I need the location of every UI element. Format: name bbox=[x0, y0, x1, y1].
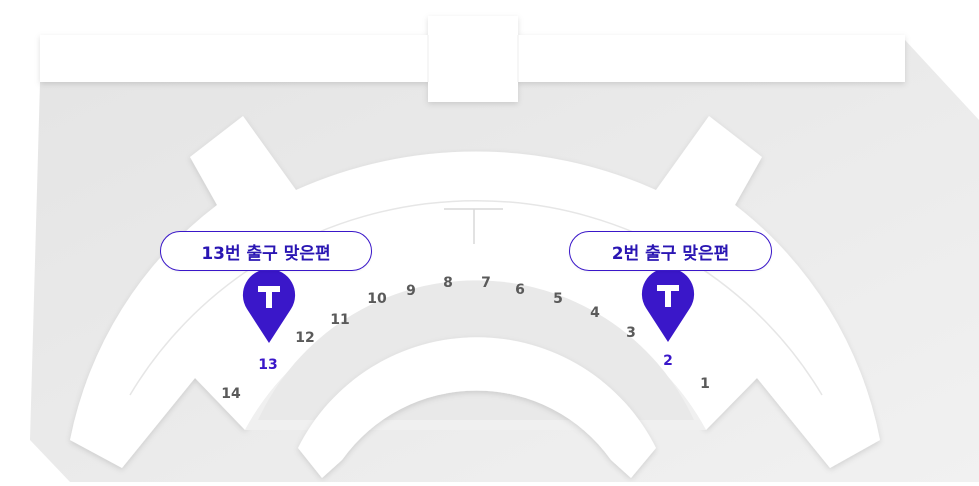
callout-gate-2[interactable]: 2번 출구 맞은편 bbox=[569, 231, 772, 271]
gate-number: 6 bbox=[515, 282, 525, 298]
gate-number: 7 bbox=[481, 275, 491, 291]
gate-number: 2 bbox=[663, 353, 673, 369]
gate-number: 12 bbox=[295, 330, 315, 346]
top-building bbox=[40, 16, 905, 102]
gate-number: 4 bbox=[590, 305, 600, 321]
gate-number: 9 bbox=[406, 283, 416, 299]
callout-gate-13[interactable]: 13번 출구 맞은편 bbox=[160, 231, 372, 271]
gate-number: 11 bbox=[330, 312, 350, 328]
taxi-t-pin-icon[interactable] bbox=[241, 267, 297, 345]
inner-arc-line bbox=[129, 200, 823, 396]
gate-number: 10 bbox=[367, 291, 387, 307]
gate-number: 1 bbox=[700, 376, 710, 392]
inner-arc-building bbox=[298, 337, 656, 478]
gate-number: 13 bbox=[258, 357, 278, 373]
taxi-t-pin-icon[interactable] bbox=[640, 266, 696, 344]
gate-number: 14 bbox=[221, 386, 241, 402]
gate-number: 3 bbox=[626, 325, 636, 341]
callout-label: 2번 출구 맞은편 bbox=[611, 243, 730, 264]
gate-number: 8 bbox=[443, 275, 453, 291]
gate-number: 5 bbox=[553, 291, 563, 307]
callout-label: 13번 출구 맞은편 bbox=[201, 243, 331, 264]
